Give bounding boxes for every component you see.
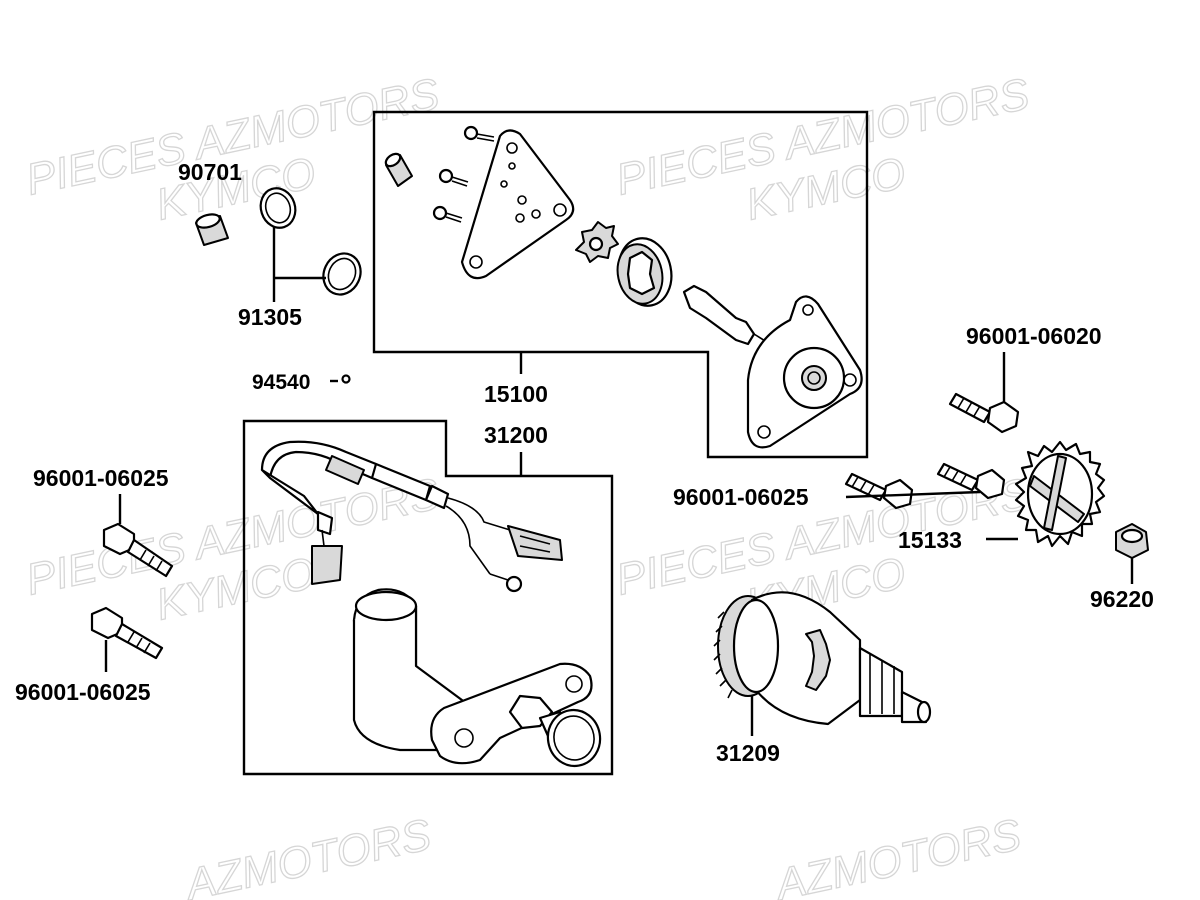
leader-96001-06025-right <box>845 490 981 499</box>
group-frame-31200 <box>242 419 614 776</box>
bolt-96001-06025-top <box>102 522 174 578</box>
watermark-text: AZMOTORS <box>179 810 435 900</box>
starter-drive-31209 <box>713 591 932 726</box>
bolt-96001-06020 <box>948 392 1020 434</box>
collar-90701 <box>195 213 229 246</box>
label-96001-06025-right: 96001-06025 <box>673 484 809 510</box>
label-31209: 31209 <box>716 740 780 766</box>
bolt-96001-06025-bottom <box>90 606 164 660</box>
nut-96220 <box>1115 523 1149 559</box>
label-91305: 91305 <box>238 304 302 330</box>
pin-94540 <box>330 374 351 384</box>
starter-motor-31200 <box>260 440 602 768</box>
bolt-96001-06025-right-b <box>936 462 1006 500</box>
o-ring-91305 <box>259 187 362 296</box>
sprocket-15133 <box>1014 440 1106 548</box>
label-96220: 96220 <box>1090 586 1154 612</box>
label-96001-06025-left-bottom: 96001-06025 <box>15 679 151 705</box>
label-90701: 90701 <box>178 159 242 185</box>
watermark-text: AZMOTORS <box>769 810 1025 900</box>
label-96001-06020: 96001-06020 <box>966 323 1102 349</box>
leader-91305 <box>272 227 326 302</box>
label-31200: 31200 <box>484 422 548 448</box>
label-96001-06025-left-top: 96001-06025 <box>33 465 169 491</box>
reduction-assembly <box>384 125 863 449</box>
part-labels: 90701 91305 94540 15100 31200 96001-0602… <box>15 159 1154 766</box>
label-94540: 94540 <box>252 371 310 394</box>
group-frame-15100 <box>372 110 869 459</box>
label-15133: 15133 <box>898 527 962 553</box>
label-15100: 15100 <box>484 381 548 407</box>
